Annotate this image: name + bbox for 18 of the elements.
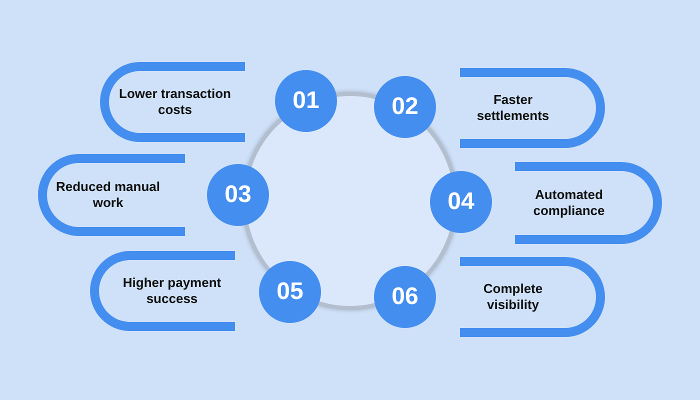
label-tab (90, 251, 235, 331)
label-tab (460, 257, 605, 337)
benefit-text: Higher payment success (122, 275, 222, 307)
label-tab (38, 154, 185, 236)
label-tab (100, 62, 245, 142)
step-number: 03 (224, 181, 252, 209)
step-number: 06 (392, 283, 418, 311)
benefit-text: Faster settlements (476, 92, 550, 124)
label-tab (515, 162, 662, 244)
benefit-text: Complete visibility (482, 281, 544, 313)
step-number: 04 (448, 188, 474, 216)
benefit-text: Automated compliance (532, 187, 606, 219)
benefit-text: Reduced manual work (54, 179, 162, 211)
step-number: 05 (276, 278, 304, 306)
step-number: 02 (392, 93, 418, 121)
step-number: 01 (292, 87, 320, 115)
benefit-text: Lower transaction costs (119, 86, 231, 118)
label-tab (460, 68, 605, 148)
